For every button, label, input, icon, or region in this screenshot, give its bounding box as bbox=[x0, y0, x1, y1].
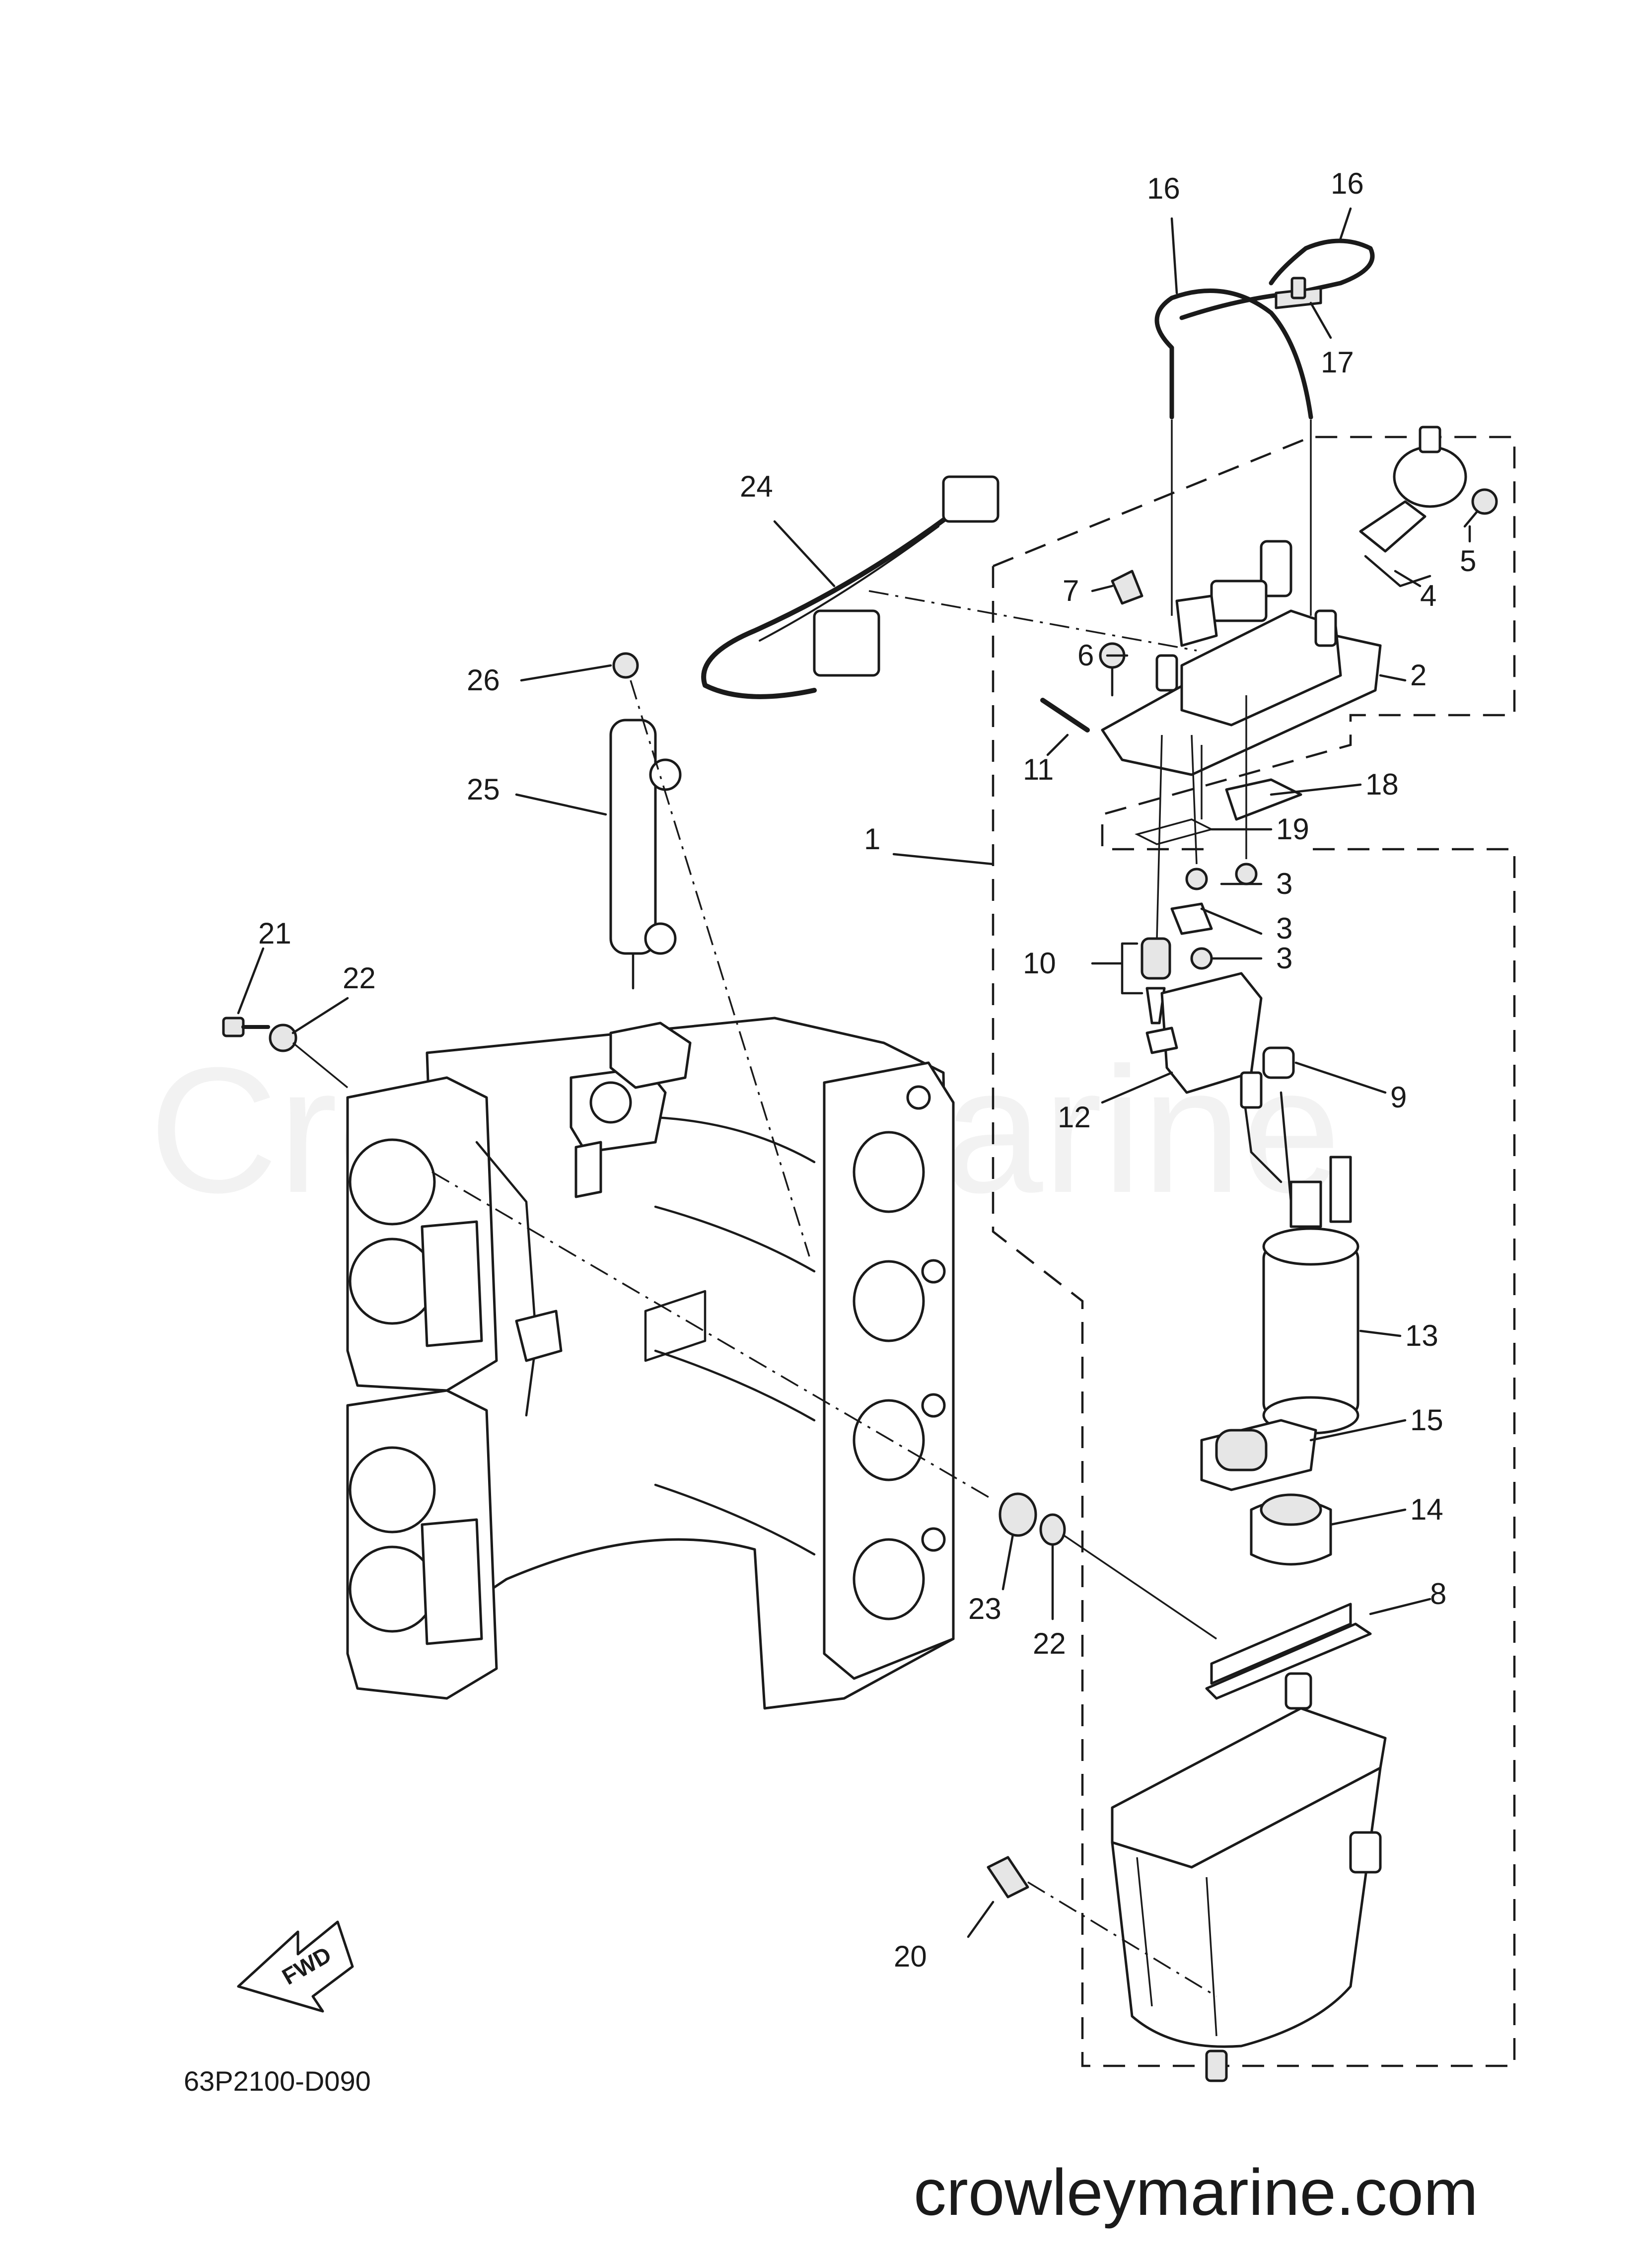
callout-16b: 16 bbox=[1331, 167, 1364, 200]
callout-15: 15 bbox=[1410, 1403, 1443, 1437]
callout-22b: 22 bbox=[1033, 1627, 1066, 1660]
callout-21: 21 bbox=[258, 917, 291, 950]
clip bbox=[1170, 902, 1213, 935]
screw-3b bbox=[1235, 863, 1258, 885]
callout-11: 11 bbox=[1023, 753, 1054, 786]
callout-3b: 3 bbox=[1276, 912, 1292, 945]
grommet-10 bbox=[1141, 937, 1171, 980]
drain-screw-20 bbox=[987, 1856, 1029, 1899]
screw-3a bbox=[1185, 868, 1208, 890]
bolt-21 bbox=[222, 1017, 270, 1037]
callout-3a: 3 bbox=[1276, 867, 1292, 900]
forward-direction-arrow: FWD bbox=[237, 1920, 354, 2013]
grommet-9 bbox=[1262, 1046, 1295, 1079]
fuel-assembly-outline bbox=[992, 566, 1516, 2067]
callout-8: 8 bbox=[1430, 1577, 1446, 1610]
callout-7: 7 bbox=[1063, 574, 1079, 607]
callout-24: 24 bbox=[740, 470, 773, 503]
callout-16a: 16 bbox=[1147, 172, 1180, 205]
holder-14 bbox=[1250, 1493, 1332, 1566]
screw-3c bbox=[1190, 947, 1213, 970]
screw-6 bbox=[1099, 642, 1126, 697]
callout-22a: 22 bbox=[343, 961, 376, 995]
callout-25: 25 bbox=[467, 773, 500, 806]
callout-14: 14 bbox=[1410, 1493, 1443, 1526]
callout-23: 23 bbox=[968, 1592, 1001, 1625]
callout-1: 1 bbox=[864, 822, 880, 856]
float-chamber bbox=[1111, 1672, 1387, 2082]
intake-manifold-assembly bbox=[346, 1017, 955, 1710]
callout-20: 20 bbox=[894, 1940, 927, 1973]
resistor-25 bbox=[609, 719, 682, 990]
grommet-23 bbox=[999, 1492, 1037, 1537]
callout-13: 13 bbox=[1405, 1319, 1438, 1352]
filter-15 bbox=[1200, 1419, 1317, 1491]
gasket-8 bbox=[1205, 1603, 1372, 1700]
washer-22a bbox=[269, 1024, 297, 1052]
callout-10: 10 bbox=[1023, 947, 1056, 980]
pressure-regulator bbox=[1359, 426, 1467, 587]
callout-26: 26 bbox=[467, 663, 500, 697]
plate-19 bbox=[1135, 818, 1214, 845]
callout-5: 5 bbox=[1460, 544, 1476, 578]
callout-4: 4 bbox=[1420, 579, 1436, 612]
wire-harness-24 bbox=[701, 475, 999, 699]
callout-2: 2 bbox=[1410, 658, 1427, 692]
callout-12: 12 bbox=[1058, 1100, 1091, 1134]
bolt-26 bbox=[612, 652, 639, 679]
fitting-7 bbox=[1111, 570, 1143, 605]
bolt-5 bbox=[1463, 488, 1498, 528]
footer-domain: crowleymarine.com bbox=[914, 2156, 1478, 2229]
filter-10 bbox=[1145, 987, 1166, 1024]
callout-17: 17 bbox=[1321, 346, 1354, 379]
washer-22b bbox=[1039, 1513, 1066, 1546]
callout-18: 18 bbox=[1365, 768, 1399, 801]
hose-16 bbox=[1154, 238, 1375, 420]
callout-19: 19 bbox=[1276, 812, 1309, 846]
plate-18 bbox=[1225, 778, 1302, 821]
callout-9: 9 bbox=[1390, 1081, 1407, 1114]
pin-11 bbox=[1040, 698, 1090, 732]
callout-3c: 3 bbox=[1276, 942, 1292, 975]
drawing-code: 63P2100-D090 bbox=[184, 2065, 371, 2097]
vapor-separator-cover bbox=[1101, 540, 1382, 776]
callout-6: 6 bbox=[1077, 639, 1094, 672]
tee-17 bbox=[1275, 277, 1322, 309]
